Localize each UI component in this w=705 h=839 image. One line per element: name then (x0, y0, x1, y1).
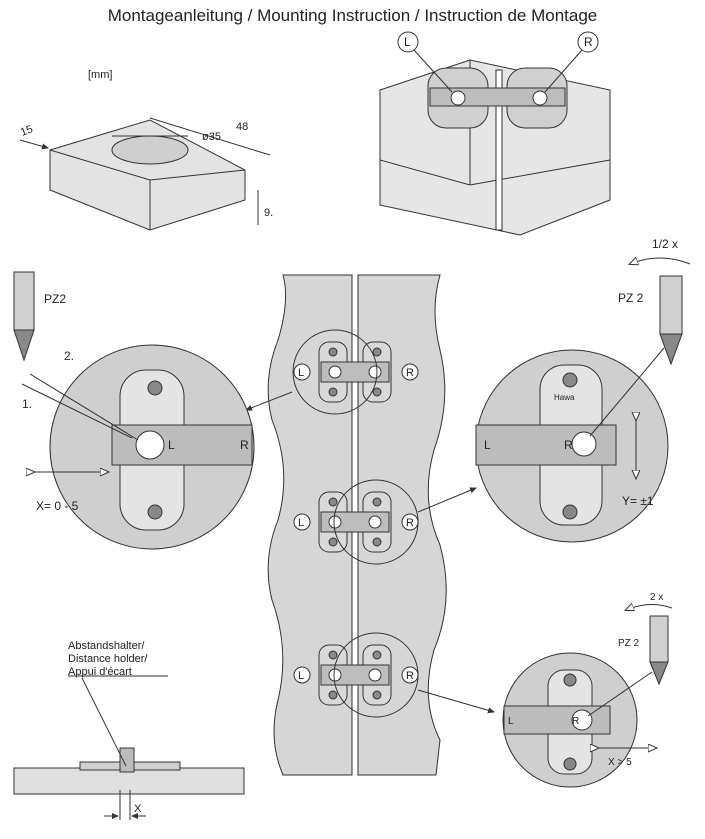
assembly-label-left: L (404, 35, 411, 49)
dim-48: 48 (236, 121, 248, 133)
detail-right (475, 258, 691, 543)
panel-r-3: R (406, 670, 414, 682)
right-turns: 1/2 x (652, 237, 678, 251)
distance-holder-detail (13, 675, 245, 820)
right-range: Y= ±1 (622, 494, 654, 508)
right-tool: PZ 2 (618, 291, 644, 305)
bottom-right-l-mark: L (508, 716, 514, 727)
right-r-mark: R (564, 438, 573, 452)
left-step1: 1. (22, 397, 32, 411)
panel-l-1: L (298, 367, 304, 379)
panel-r-1: R (406, 367, 414, 379)
panel-l-2: L (298, 517, 304, 529)
page-title: Montageanleitung / Mounting Instruction … (107, 6, 598, 25)
detail-left (13, 271, 255, 550)
units-label: [mm] (88, 69, 112, 81)
detail-bottom-right (502, 604, 673, 788)
dim-15: 15 (19, 123, 35, 138)
bottom-right-r-mark: R (572, 716, 579, 727)
panel-l-3: L (298, 670, 304, 682)
bottom-right-range: X > 5 (608, 757, 632, 768)
dimension-block (19, 117, 271, 231)
left-r-mark: R (240, 438, 249, 452)
panel-r-2: R (406, 517, 414, 529)
bottom-right-turns: 2 x (650, 592, 663, 603)
dim-35: ø35 (202, 131, 221, 143)
holder-label-en: Distance holder/ (68, 653, 148, 665)
holder-x-label: X (134, 803, 142, 815)
dim-9: 9. (264, 207, 273, 219)
assembly-3d (379, 31, 611, 236)
left-l-mark: L (168, 438, 175, 452)
right-l-mark: L (484, 438, 491, 452)
holder-label-fr: Appui d'écart (68, 666, 132, 678)
left-step2: 2. (64, 349, 74, 363)
right-plate-text: Hawa (554, 393, 575, 402)
holder-label-de: Abstandshalter/ (68, 640, 145, 652)
left-range: X= 0 - 5 (36, 499, 79, 513)
assembly-label-right: R (584, 35, 593, 49)
door-panels (245, 274, 495, 776)
bottom-right-tool: PZ 2 (618, 638, 640, 649)
left-tool: PZ2 (44, 292, 66, 306)
